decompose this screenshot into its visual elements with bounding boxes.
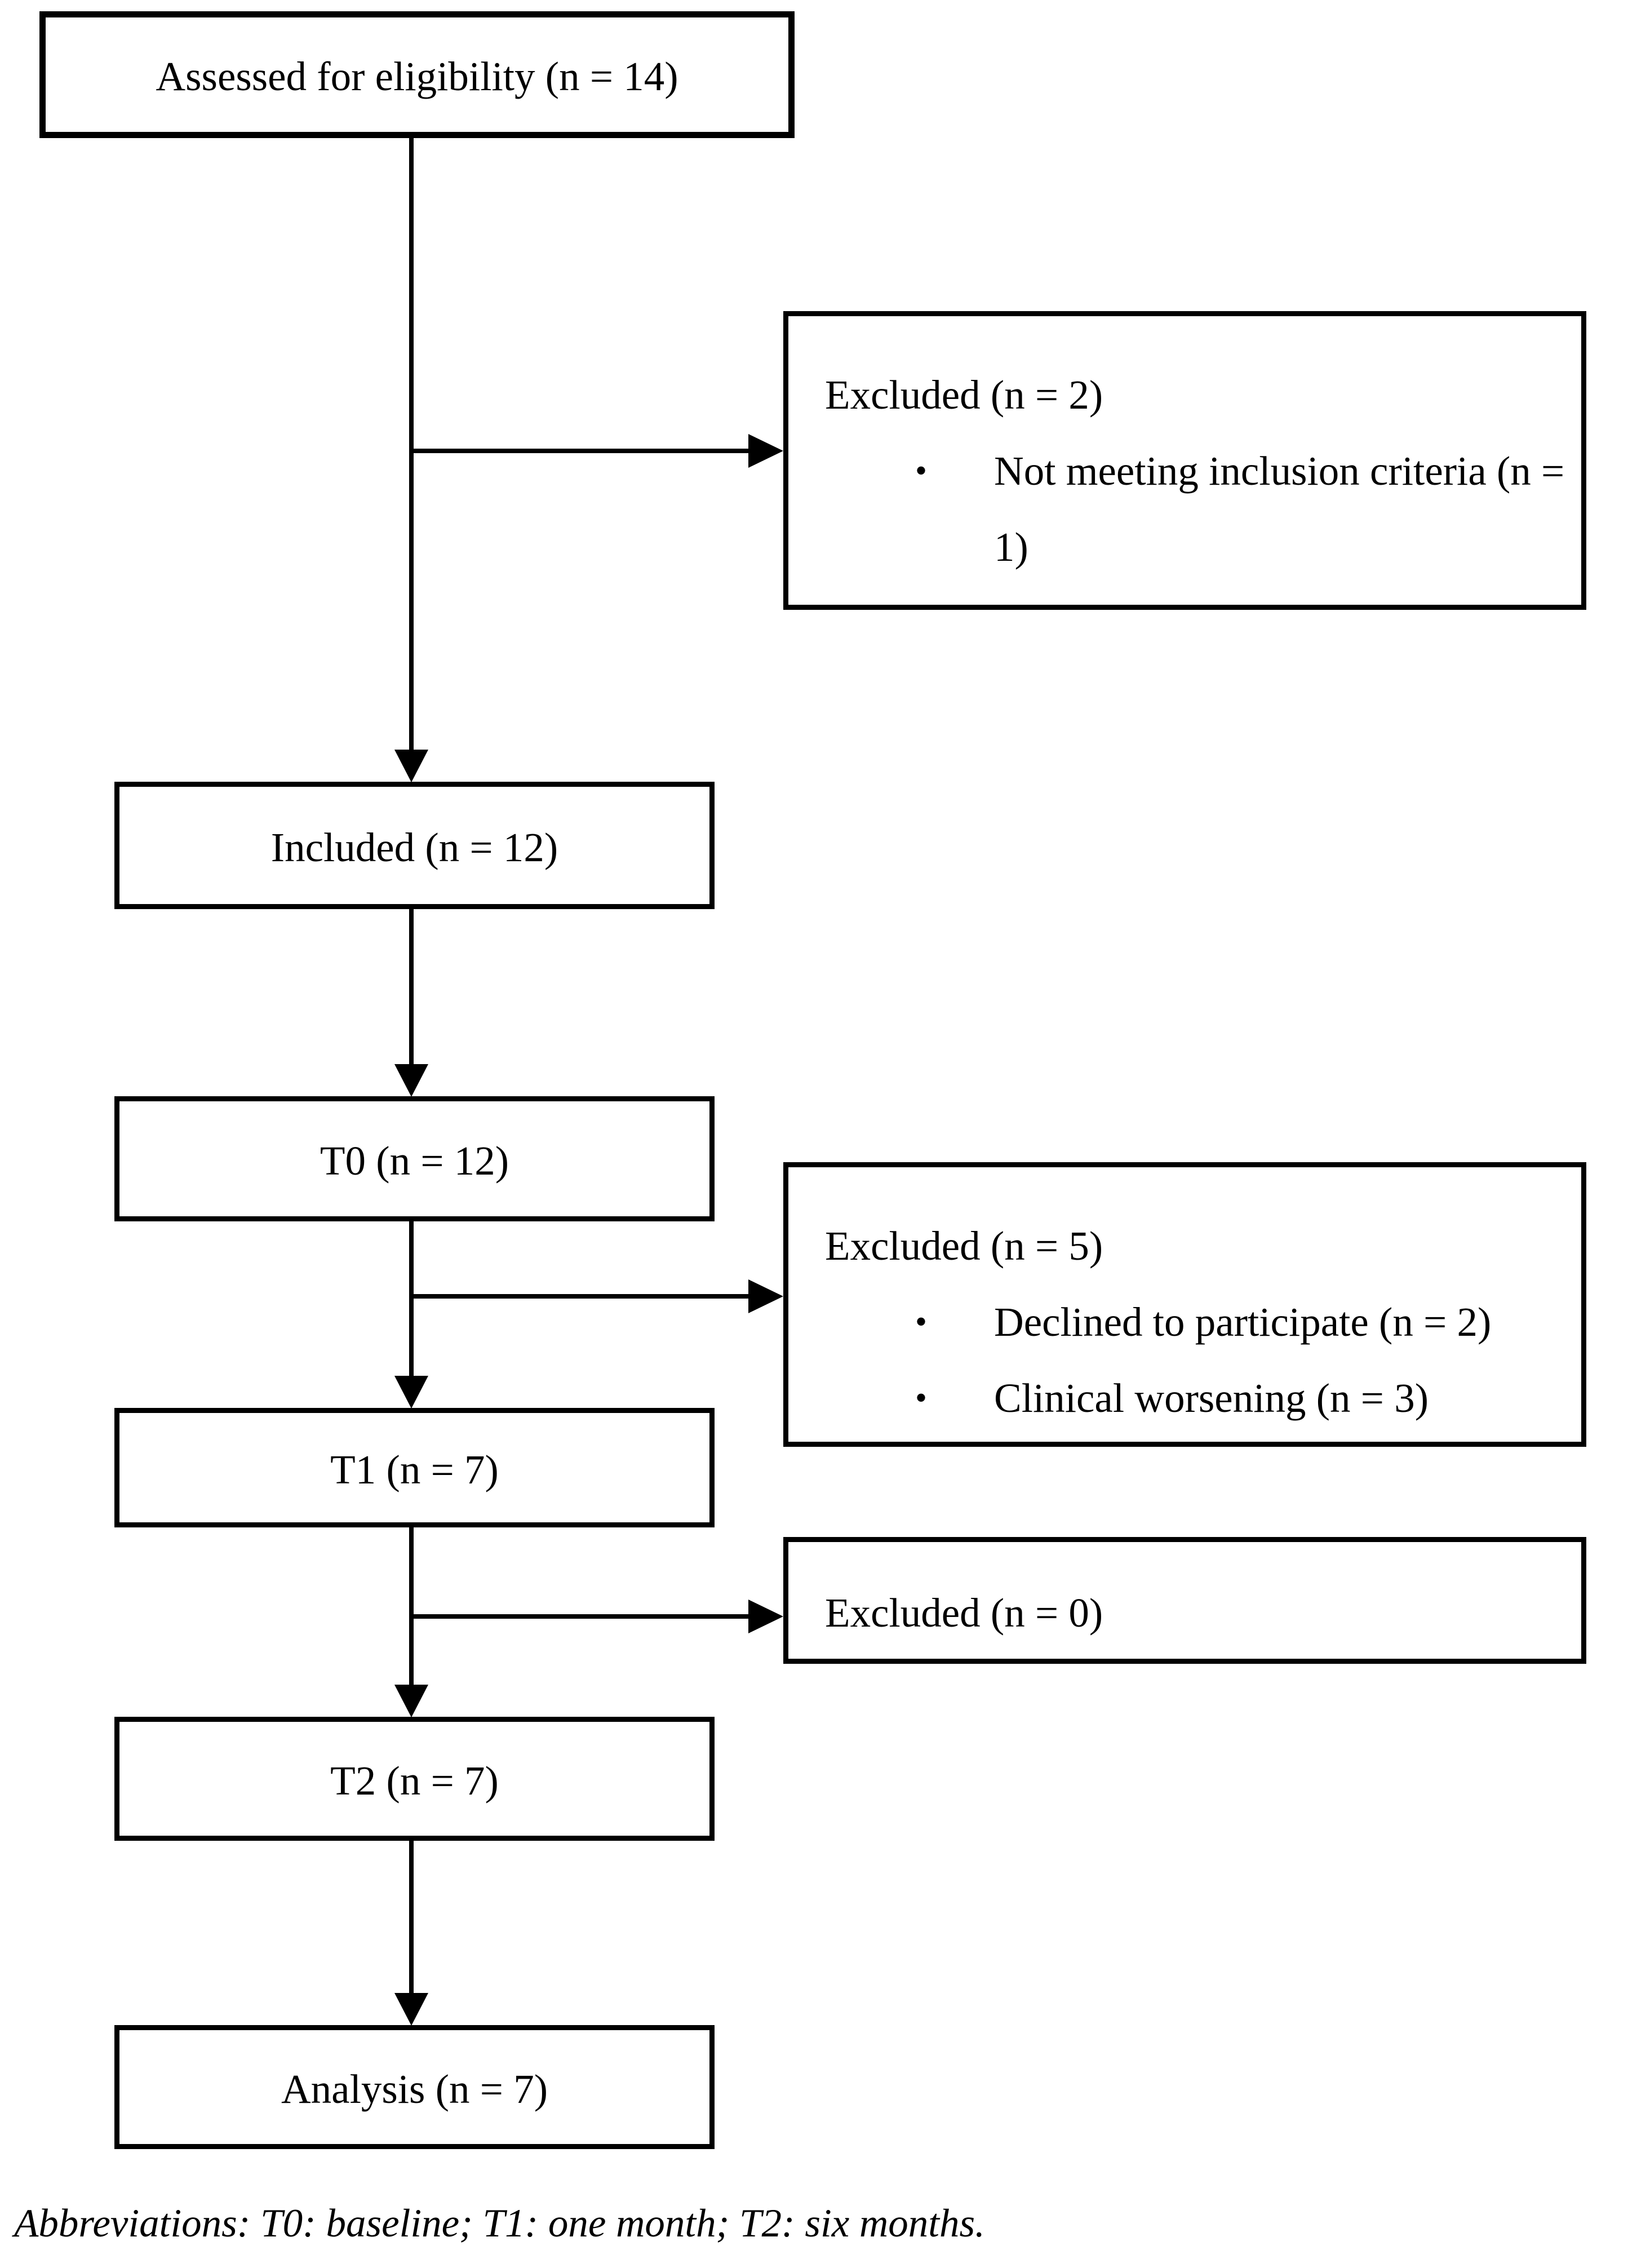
node-t1-box: T1 (n = 7) [114, 1408, 715, 1527]
abbreviations-note: Abbreviations: T0: baseline; T1: one mon… [14, 2201, 985, 2245]
connector-line [409, 1221, 414, 1376]
arrowhead-down-icon [394, 1376, 428, 1408]
node-excluded-n5-title: Excluded (n = 5) [825, 1223, 1103, 1269]
arrowhead-right-icon [748, 434, 783, 468]
node-assessed-box: Assessed for eligibility (n = 14) [39, 11, 795, 138]
excluded-n5-bullet-text: Declined to participate (n = 2) [994, 1299, 1492, 1345]
node-t2-box: T2 (n = 7) [114, 1717, 715, 1841]
connector-line [411, 1614, 749, 1619]
arrowhead-down-icon [394, 750, 428, 782]
connector-line [409, 1841, 414, 1993]
node-excluded-n2-title: Excluded (n = 2) [825, 372, 1103, 418]
arrowhead-down-icon [394, 1685, 428, 1717]
node-excluded-n0-box: Excluded (n = 0) [783, 1537, 1586, 1664]
connector-line [409, 1527, 414, 1685]
node-excluded-n5-box: Excluded (n = 5) • Declined to participa… [783, 1162, 1586, 1447]
excluded-n5-bullet-item: • Clinical worsening (n = 3) [915, 1360, 1581, 1436]
bullet-icon: • [915, 1379, 928, 1416]
arrowhead-down-icon [394, 1993, 428, 2026]
node-included-label: Included (n = 12) [270, 824, 558, 870]
connector-line [411, 449, 749, 453]
connector-line [409, 909, 414, 1064]
connector-line [411, 1294, 749, 1299]
arrowhead-right-icon [748, 1279, 783, 1313]
connector-line [409, 138, 414, 750]
node-t1-label: T1 (n = 7) [330, 1446, 499, 1492]
node-analysis-label: Analysis (n = 7) [281, 2066, 548, 2112]
bullet-icon: • [915, 1303, 928, 1340]
arrowhead-down-icon [394, 1064, 428, 1097]
node-analysis-box: Analysis (n = 7) [114, 2025, 715, 2149]
bullet-icon: • [915, 452, 928, 489]
excluded-n2-bullet-text: Not meeting inclusion criteria (n = 1) [994, 448, 1565, 570]
excluded-n5-bullet-item: • Declined to participate (n = 2) [915, 1284, 1581, 1360]
node-included-box: Included (n = 12) [114, 782, 715, 909]
node-t2-label: T2 (n = 7) [330, 1757, 499, 1804]
node-t0-box: T0 (n = 12) [114, 1096, 715, 1221]
excluded-n5-bullet-text: Clinical worsening (n = 3) [994, 1375, 1429, 1421]
excluded-n2-bullet-item: • Not meeting inclusion criteria (n = 1) [915, 433, 1581, 585]
node-excluded-n2-box: Excluded (n = 2) • Not meeting inclusion… [783, 311, 1586, 610]
arrowhead-right-icon [748, 1600, 783, 1633]
node-assessed-label: Assessed for eligibility (n = 14) [156, 54, 678, 100]
node-t0-label: T0 (n = 12) [320, 1137, 509, 1184]
node-excluded-n0-title: Excluded (n = 0) [825, 1590, 1103, 1636]
